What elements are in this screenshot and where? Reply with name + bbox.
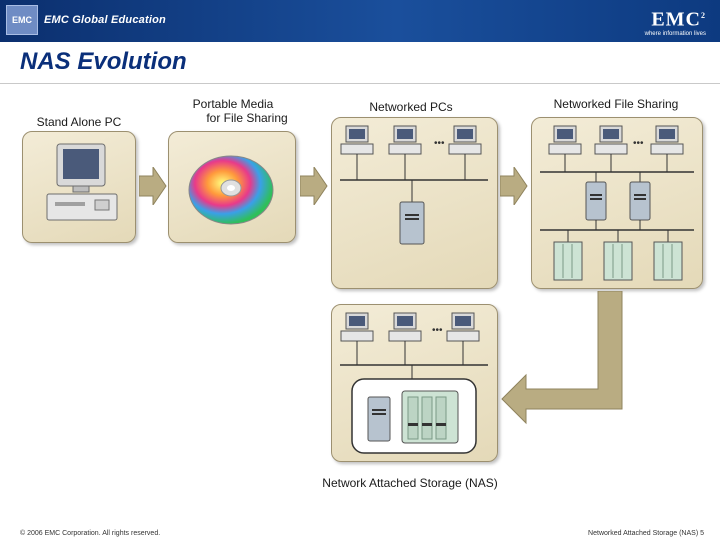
workstation-icon [446, 312, 480, 342]
svg-text:•••: ••• [633, 138, 644, 149]
stage-label-networked-pcs: Networked PCs [369, 100, 453, 114]
file-server-icon [629, 181, 651, 221]
stage-label-portable-media-line1: Portable Media [192, 97, 274, 111]
slide-title: NAS Evolution [20, 48, 187, 75]
workstation-icon [650, 125, 684, 155]
emc-tagline: where information lives [644, 30, 706, 37]
workstation-icon [448, 125, 482, 155]
stage-label-portable-media-line2: for File Sharing [206, 111, 288, 125]
footer-copyright: © 2006 EMC Corporation. All rights reser… [20, 530, 161, 537]
workstation-icon [340, 125, 374, 155]
flow-arrow-2 [300, 167, 328, 205]
education-label: EMC Global Education [44, 14, 166, 26]
header-bar: EMC EMC Global Education EMC2 where info… [0, 0, 720, 42]
flow-arrow-1 [139, 167, 167, 205]
workstation-icon [340, 312, 374, 342]
workstation-icon [388, 312, 422, 342]
storage-array-icon [553, 241, 583, 281]
networked-pcs-panel: ••• [331, 117, 498, 289]
education-logo-icon: EMC [6, 5, 38, 35]
storage-array-icon [653, 241, 683, 281]
stage-label-standalone: Stand Alone PC [36, 115, 122, 129]
education-brand: EMC EMC Global Education [6, 5, 166, 35]
nas-caption: Network Attached Storage (NAS) [322, 476, 498, 490]
emc-logo: EMC2 where information lives [616, 6, 706, 37]
workstation-icon [388, 125, 422, 155]
desktop-pc-icon [46, 143, 118, 221]
file-server-icon [585, 181, 607, 221]
title-divider [0, 83, 720, 84]
nas-diagram: ••• [340, 312, 488, 454]
education-logo-mark: EMC [12, 15, 32, 25]
emc-brand-text: EMC [651, 8, 701, 31]
server-tower-icon [399, 201, 425, 245]
nas-head-icon [367, 396, 391, 442]
stage-label-networked-file-sharing: Networked File Sharing [553, 97, 679, 111]
svg-text:•••: ••• [434, 138, 445, 149]
storage-array-icon [603, 241, 633, 281]
networked-file-sharing-panel: ••• [531, 117, 703, 289]
networked-pcs-diagram: ••• [340, 125, 488, 245]
stage-label-portable-media: Portable Media for File Sharing [168, 97, 298, 125]
workstation-icon [594, 125, 628, 155]
emc-brand-superscript: 2 [701, 11, 706, 20]
flow-arrow-elbow [501, 291, 623, 425]
standalone-pc-panel [22, 131, 136, 243]
flow-arrow-3 [500, 167, 528, 205]
nas-panel: ••• [331, 304, 498, 462]
portable-media-panel [168, 131, 296, 243]
workstation-icon [548, 125, 582, 155]
optical-disc-icon [188, 155, 274, 225]
file-sharing-diagram: ••• [540, 125, 694, 281]
footer-page-reference: Networked Attached Storage (NAS) 5 [588, 530, 704, 537]
svg-text:•••: ••• [432, 325, 443, 336]
nas-storage-array-icon [401, 390, 459, 444]
